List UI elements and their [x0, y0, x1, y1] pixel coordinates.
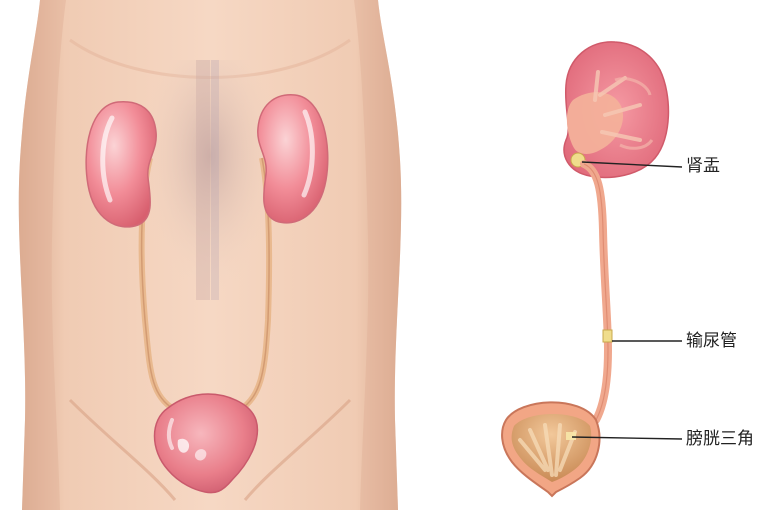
- detail-illustration: [502, 42, 682, 496]
- trigone-marker: [566, 432, 576, 440]
- label-bladder-trigone: 膀胱三角: [686, 431, 754, 448]
- ureter-marker: [603, 330, 612, 342]
- detail-ureter: [584, 164, 608, 420]
- torso-illustration: [19, 0, 401, 510]
- label-ureter: 输尿管: [686, 333, 737, 350]
- label-renal-pelvis: 肾盂: [686, 158, 720, 175]
- right-kidney: [258, 95, 328, 223]
- left-kidney: [86, 102, 156, 227]
